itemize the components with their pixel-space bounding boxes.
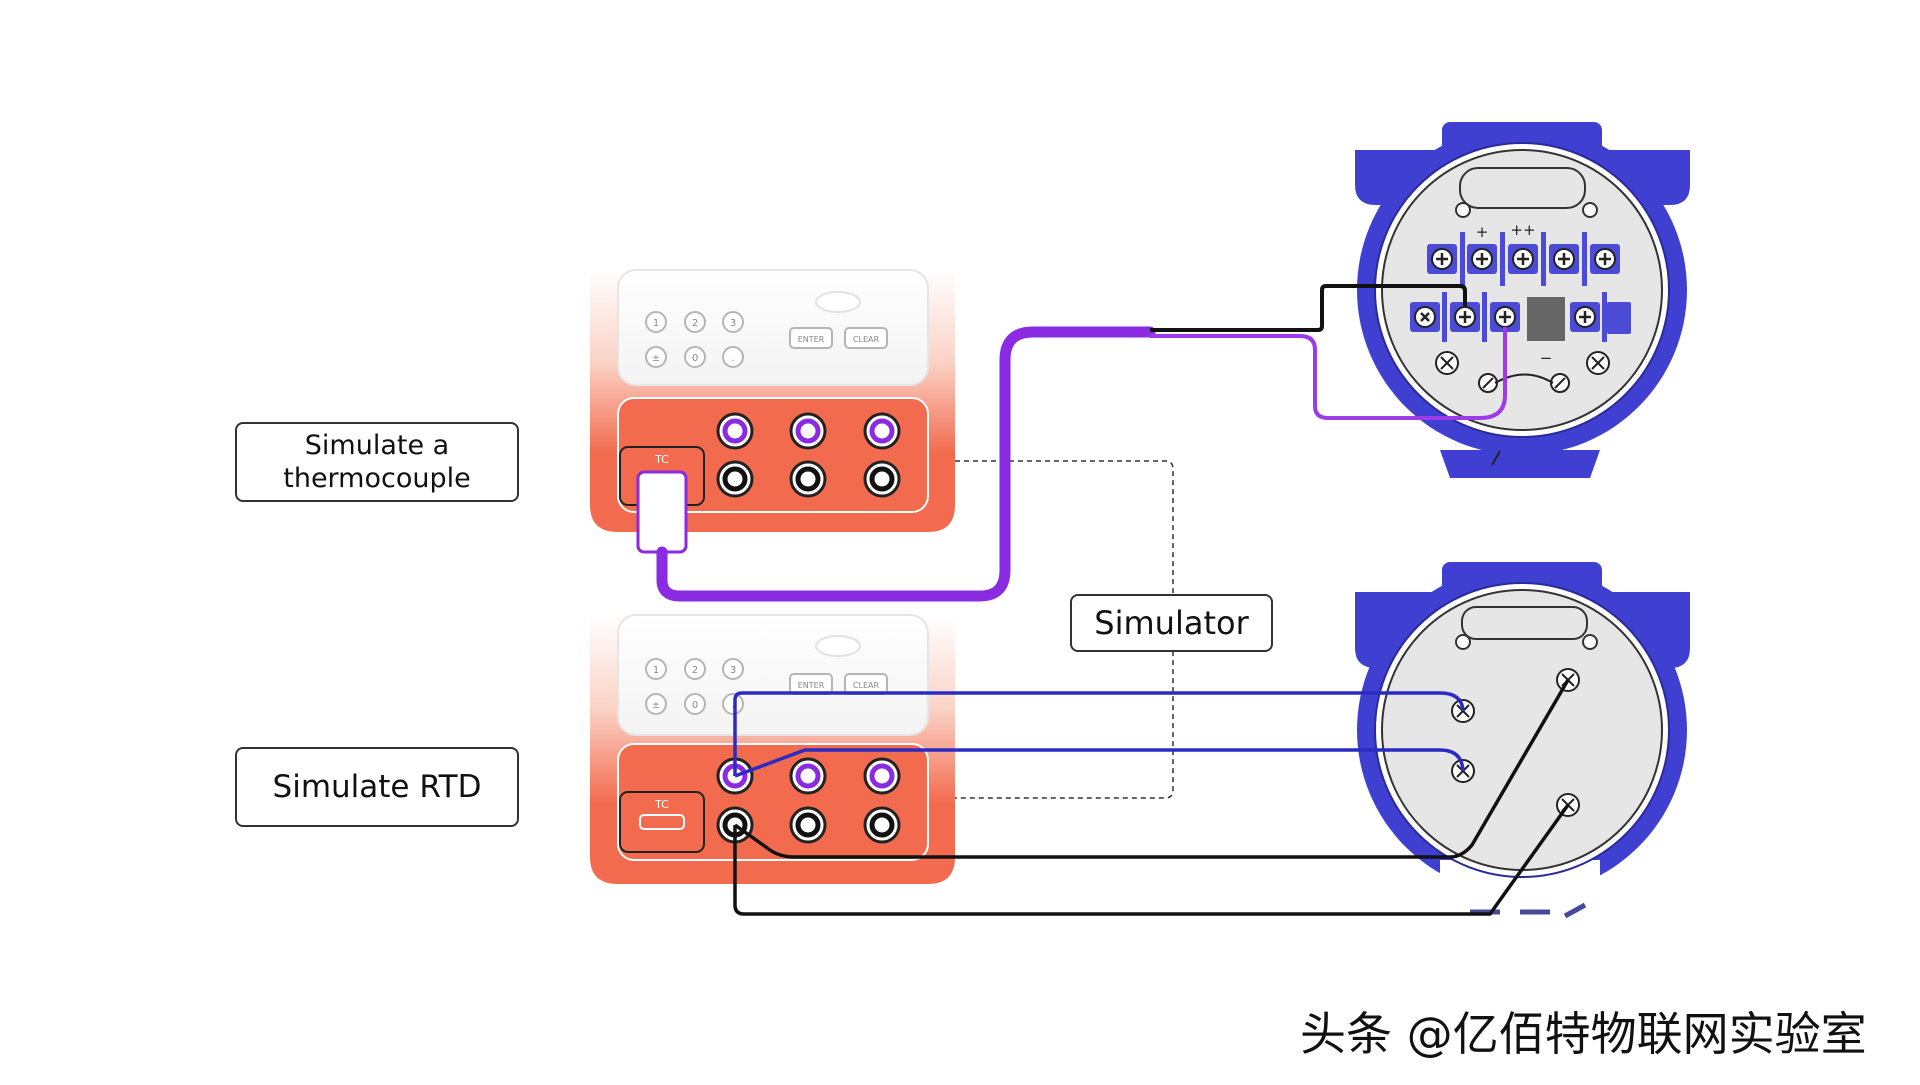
clear-key: CLEAR (853, 335, 880, 344)
watermark: 头条 @亿佰特物联网实验室 (1300, 1007, 1867, 1061)
thermocouple-label-line2: thermocouple (283, 463, 471, 494)
key-3-b: 3 (730, 665, 736, 676)
key-plusminus-b: ± (652, 700, 660, 711)
rtd-black-wire-2 (733, 803, 1570, 916)
rtd-blue-wire-2 (734, 748, 1465, 778)
tc-connector-plug (636, 470, 688, 554)
tc-black-wire (1150, 284, 1467, 332)
tc-port-label-b: TC (654, 798, 669, 811)
simulate-thermocouple-label: Simulate a thermocouple (235, 422, 519, 502)
keypad-top (645, 291, 888, 368)
enter-key-b: ENTER (798, 681, 825, 690)
key-plusminus: ± (652, 353, 660, 364)
terminal-row-top (1427, 232, 1620, 286)
key-dot: . (731, 353, 734, 364)
tc-purple-wire (1150, 327, 1507, 420)
calibrator-top: 1 2 3 ± 0 . ENTER CLEAR TC (590, 269, 955, 554)
key-2: 2 (692, 318, 698, 329)
rtd-label-text: Simulate RTD (272, 769, 482, 805)
tc-port-label: TC (654, 453, 669, 466)
thermocouple-label-line1: Simulate a (304, 430, 450, 461)
simulator-bracket (955, 460, 1174, 799)
simulate-rtd-label: Simulate RTD (235, 747, 519, 827)
key-0-b: 0 (692, 700, 698, 711)
terminal-row-bottom (1410, 292, 1631, 342)
simulator-label: Simulator (1070, 594, 1273, 652)
calibrator-bottom: 1 2 3 ± 0 . ENTER CLEAR TC (590, 614, 955, 884)
key-dot-b: . (731, 700, 734, 711)
plus-mark: + (1476, 223, 1489, 241)
double-plus-mark: ++ (1510, 221, 1535, 239)
key-1-b: 1 (653, 665, 659, 676)
key-0: 0 (692, 353, 698, 364)
tc-purple-cable (656, 326, 1156, 602)
clear-key-b: CLEAR (853, 681, 880, 690)
key-2-b: 2 (692, 665, 698, 676)
jacks-top (716, 412, 901, 498)
jacks-bottom (716, 757, 901, 844)
minus-mark: − (1540, 349, 1553, 367)
enter-key: ENTER (798, 335, 825, 344)
transmitter-bottom (1355, 562, 1690, 919)
rtd-black-wire-1 (733, 679, 1570, 859)
simulator-label-text: Simulator (1094, 604, 1249, 642)
key-3: 3 (730, 318, 736, 329)
rtd-blue-wire-1 (733, 691, 1465, 776)
key-1: 1 (653, 318, 659, 329)
transmitter-top: + ++ − (1355, 122, 1690, 478)
